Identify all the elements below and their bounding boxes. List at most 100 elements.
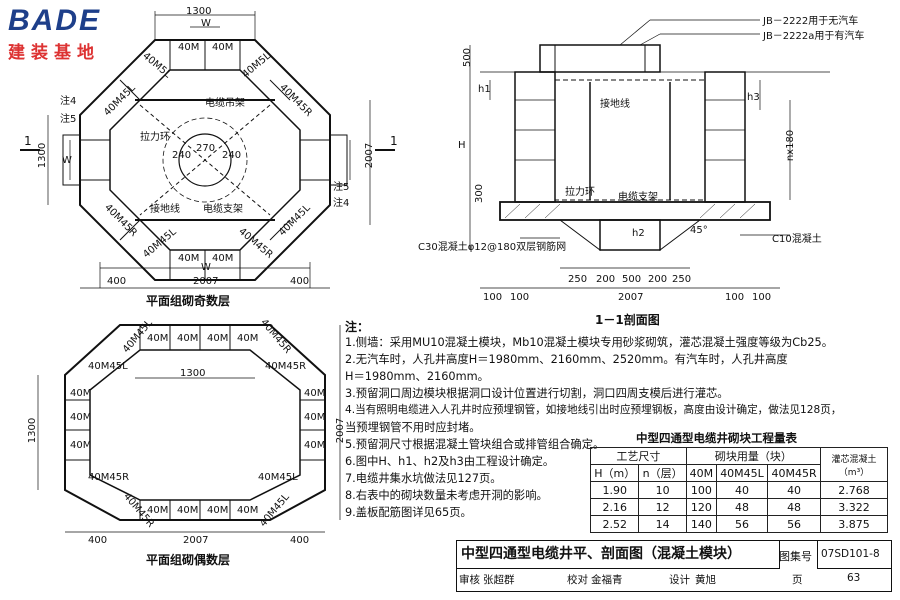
design-label: 设计 — [669, 574, 690, 586]
table-title: 中型四通型电缆井砌块工程量表 — [636, 431, 797, 445]
table-cell: 48 — [767, 498, 821, 516]
sec-dim-h1: h1 — [478, 84, 491, 95]
note-item-4b: 当预埋钢管不用时应封堵。 — [345, 421, 481, 434]
note-item-8: 8.右表中的砌块数量未考虑开洞的影响。 — [345, 489, 548, 502]
dim-top-w: W — [201, 18, 211, 29]
table-header-row: H（m） n（层） 40M 40M45L 40M45R — [589, 464, 888, 482]
note-ref-4-left: 注4 — [60, 96, 77, 107]
plan-odd-layer — [20, 11, 395, 289]
section-label-pull-ring: 拉力环 — [565, 187, 595, 198]
checker-name: 金福青 — [591, 574, 623, 586]
note-item-7: 7.电缆井集水坑做法见127页。 — [345, 472, 502, 485]
table-cell: 56 — [715, 515, 769, 533]
dim-top-1300: 1300 — [186, 6, 212, 17]
title-block: 中型四通型电缆井平、剖面图（混凝土模块） 图集号 07SD101-8 审核 张超… — [456, 540, 892, 592]
table-header-n: n（层） — [638, 464, 687, 482]
note-ref-5-right: 注5 — [333, 182, 350, 193]
note-ref-4-right: 注4 — [333, 198, 350, 209]
label-ground-wire: 接地线 — [150, 204, 180, 215]
note-item-2: 2.无汽车时，人孔井高度H＝1980mm、2160mm、2520mm。有汽车时，… — [345, 353, 788, 366]
even-dim-400-b: 400 — [290, 535, 310, 546]
table-cell: 140 — [685, 515, 717, 533]
sec-dim-250-a: 250 — [568, 274, 588, 285]
even-block-side-2: 40M — [70, 388, 92, 399]
table-col-group-3: 灌芯混凝土（m³） — [820, 447, 888, 482]
dim-bottom-400-a: 400 — [107, 276, 127, 287]
plan-even-layer — [37, 324, 341, 533]
section-1-1 — [469, 19, 830, 289]
even-block-side-7: 40M — [304, 440, 326, 451]
block-bottom-40m-b: 40M — [212, 253, 234, 264]
label-pull-ring: 拉力环 — [140, 132, 170, 143]
quantity-table: 工艺尺寸 砌块用量（块） 灌芯混凝土（m³） H（m） n（层） 40M 40M… — [589, 447, 888, 533]
designer-name: 黄旭 — [695, 574, 716, 586]
table-cell: 2.16 — [589, 498, 640, 516]
sec-dim-500: 500 — [462, 47, 474, 68]
caption-section: 1－1剖面图 — [595, 313, 660, 327]
caption-plan-odd: 平面组砌奇数层 — [146, 294, 231, 308]
sec-dim-100-a: 100 — [483, 292, 503, 303]
logo-brand: BADE — [8, 4, 102, 37]
even-block-bottom-4: 40M — [237, 505, 259, 516]
note-item-1: 1.侧墙：采用MU10混凝土模块，Mb10混凝土模块专用砂浆砌筑，灌芯混凝土强度… — [345, 336, 833, 349]
table-header-40m45r: 40M45R — [767, 464, 821, 482]
sec-dim-2007: 2007 — [618, 292, 644, 303]
sec-dim-300: 300 — [474, 183, 486, 204]
page-label: 页 — [792, 574, 803, 586]
dim-bottom-2007: 2007 — [193, 276, 219, 287]
dim-270: 270 — [196, 143, 216, 154]
table-col-group-1: 工艺尺寸 — [590, 447, 687, 465]
even-block-side-3: 40M — [70, 412, 92, 423]
even-block-bottom-1: 40M — [147, 505, 169, 516]
note-item-6: 6.图中H、h1、h2及h3由工程设计确定。 — [345, 455, 555, 468]
even-block-bottom-2: 40M — [177, 505, 199, 516]
section-mark-left: 1 — [24, 134, 32, 148]
review-label: 审核 — [459, 574, 480, 586]
table-header-40m45l: 40M45L — [715, 464, 769, 482]
notes-heading: 注： — [345, 320, 370, 334]
table-cell: 40 — [767, 481, 821, 499]
table-row: 1.90 10 100 40 40 2.768 — [589, 481, 888, 499]
table-cell: 100 — [685, 481, 717, 499]
table-row: 2.52 14 140 56 56 3.875 — [589, 515, 888, 533]
note-item-3: 3.预留洞口周边模块根据洞口设计位置进行切割，洞口四周支模后进行灌芯。 — [345, 387, 729, 400]
even-dim-1300-v: 1300 — [27, 417, 39, 444]
table-cell: 40 — [715, 481, 769, 499]
block-top-40m-a: 40M — [178, 42, 200, 53]
even-block-side-5: 40M — [304, 388, 326, 399]
sec-dim-H: H — [458, 140, 466, 151]
section-mark-right: 1 — [390, 134, 398, 148]
section-label-c10: C10混凝土 — [772, 234, 822, 245]
section-label-c30: C30混凝土φ12@180双层钢筋网 — [418, 242, 567, 253]
block-bottom-40m-a: 40M — [178, 253, 200, 264]
sec-dim-250-b: 250 — [672, 274, 692, 285]
notes-list: 1.侧墙：采用MU10混凝土模块，Mb10混凝土模块专用砂浆砌筑，灌芯混凝土强度… — [345, 334, 841, 521]
sec-dim-h3: h3 — [747, 92, 760, 103]
table-cell: 12 — [638, 498, 687, 516]
even-block-side-6: 40M — [304, 412, 326, 423]
caption-plan-even: 平面组砌偶数层 — [146, 553, 231, 567]
dim-left-1300: 1300 — [37, 142, 49, 169]
table-cell: 10 — [638, 481, 687, 499]
even-block-top-1: 40M — [147, 333, 169, 344]
brand-logo: BADE 建装基地 — [8, 4, 101, 63]
sec-dim-nx180: nx180 — [785, 129, 797, 162]
sec-dim-200-a: 200 — [596, 274, 616, 285]
table-header-40m: 40M — [685, 464, 717, 482]
note-item-5: 5.预留洞尺寸根据混凝土管块组合或排管组合确定。 — [345, 438, 605, 451]
even-block-side-8: 40M45R — [88, 472, 130, 483]
table-cell: 14 — [638, 515, 687, 533]
sec-dim-h2: h2 — [632, 228, 645, 239]
note-item-4: 4.当有照明电缆进入人孔井时应预埋钢管，如接地线引出时应预埋钢板，高度由设计确定… — [345, 404, 842, 416]
dim-240-a: 240 — [172, 150, 192, 161]
note-item-2b: H＝1980mm、2160mm。 — [345, 370, 489, 383]
table-cell: 2.768 — [820, 481, 888, 499]
even-block-side-4: 40M — [70, 440, 92, 451]
even-dim-1300-h: 1300 — [180, 368, 206, 379]
even-block-top-2: 40M — [177, 333, 199, 344]
note-item-9: 9.盖板配筋图详见65页。 — [345, 506, 472, 519]
even-block-top-4: 40M — [237, 333, 259, 344]
sec-dim-100-d: 100 — [752, 292, 772, 303]
dim-right-2007: 2007 — [364, 142, 376, 169]
